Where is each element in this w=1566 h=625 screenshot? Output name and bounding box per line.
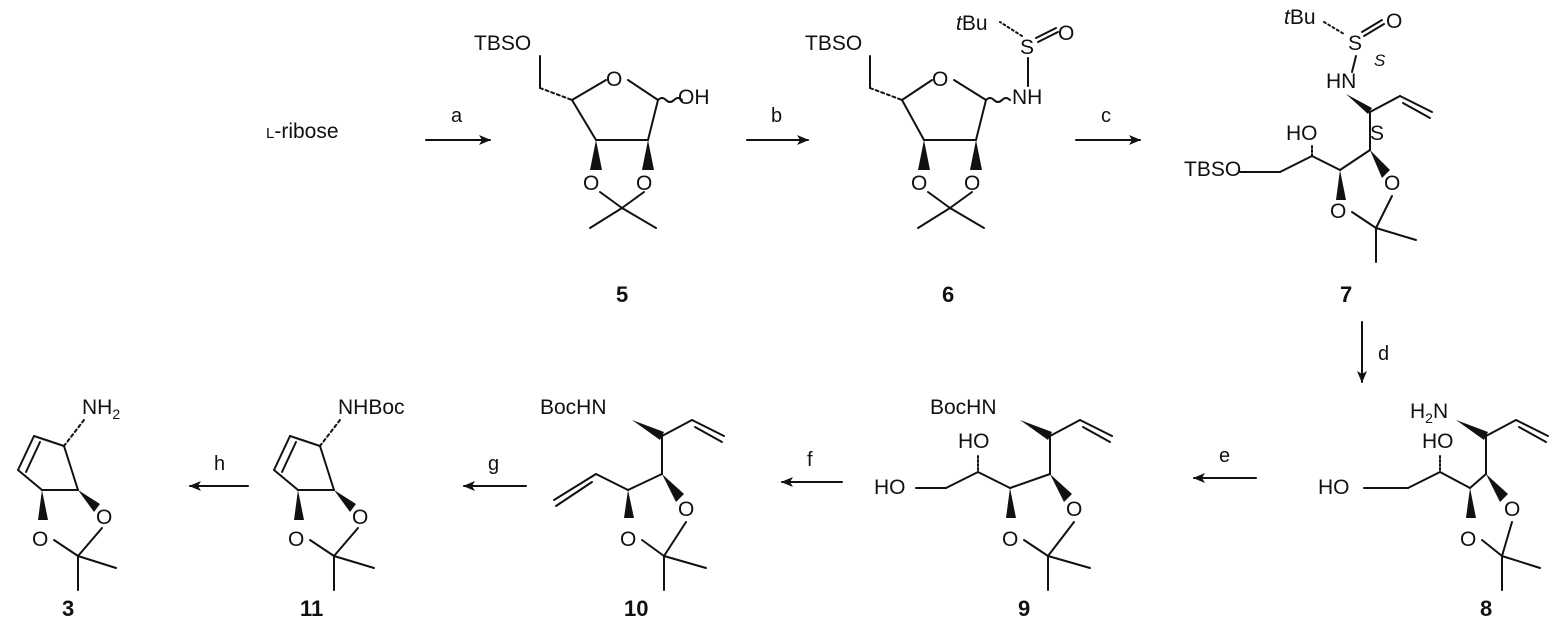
svg-text:NH2: NH2	[82, 396, 120, 422]
c3-label: 3	[62, 596, 74, 621]
c3-o2: O	[96, 506, 112, 529]
c7-label: 7	[1340, 282, 1352, 307]
c8-h: H	[1410, 400, 1425, 423]
c9-bochn: BocHN	[930, 396, 997, 419]
c7-tbu-t: t	[1284, 6, 1291, 29]
c7-s-o: O	[1386, 10, 1402, 33]
c8-ho: HO	[1422, 430, 1454, 453]
compound-8: H2N HO HO O O 8	[1318, 400, 1549, 621]
c5-label: 5	[616, 282, 628, 307]
reagent-f: f	[807, 449, 813, 471]
reagent-d: d	[1378, 343, 1389, 365]
c6-s-o: O	[1058, 22, 1074, 45]
c11-label: 11	[300, 596, 323, 621]
c9-ho2: HO	[874, 476, 906, 499]
compound-10: BocHN O O 10	[540, 396, 725, 621]
compound-6: TBSO O NH S O tBu O O 6	[805, 12, 1074, 307]
arrow-b: b	[746, 105, 809, 145]
c8-label: 8	[1480, 596, 1492, 621]
c5-ring-o: O	[606, 68, 622, 91]
c7-ho: HO	[1286, 122, 1318, 145]
c7-c-stereo: S	[1370, 122, 1384, 145]
c3-o1: O	[32, 528, 48, 551]
arrow-a: a	[425, 105, 491, 145]
c11-o1: O	[288, 528, 304, 551]
c6-o1: O	[911, 172, 927, 195]
c9-label: 9	[1018, 596, 1030, 621]
c5-o1: O	[583, 172, 599, 195]
c5-oh: OH	[678, 86, 710, 109]
reagent-b: b	[771, 105, 782, 127]
arrow-d: d	[1357, 321, 1389, 383]
c9-o1: O	[1002, 528, 1018, 551]
arrow-c: c	[1075, 105, 1141, 145]
c10-o2: O	[678, 498, 694, 521]
ribose-name: -ribose	[274, 120, 338, 143]
c9-ho: HO	[958, 430, 990, 453]
c6-tbu-t: t	[956, 12, 963, 35]
reagent-h: h	[214, 453, 225, 475]
c8-n: N	[1433, 400, 1448, 423]
svg-text:L-ribose: L-ribose	[266, 120, 339, 143]
c8-o1: O	[1460, 528, 1476, 551]
arrow-e: e	[1193, 445, 1257, 483]
arrow-g: g	[463, 453, 527, 491]
arrow-h: h	[189, 453, 249, 491]
svg-text:H2N: H2N	[1410, 400, 1448, 426]
c9-o2: O	[1066, 498, 1082, 521]
svg-text:tBu: tBu	[1284, 6, 1316, 29]
c8-o2: O	[1504, 498, 1520, 521]
c3-nh-2: 2	[112, 406, 120, 422]
compound-9: BocHN HO HO O O 9	[874, 396, 1113, 621]
reagent-g: g	[488, 453, 499, 475]
c7-o2: O	[1384, 172, 1400, 195]
c8-h-2: 2	[1425, 410, 1433, 426]
c6-nh: NH	[1012, 86, 1042, 109]
c7-tbso: TBSO	[1184, 158, 1241, 181]
c11-o2: O	[352, 506, 368, 529]
c10-o1: O	[620, 528, 636, 551]
c10-bochn: BocHN	[540, 396, 607, 419]
c7-s-stereo: S	[1374, 51, 1386, 70]
c6-tbso: TBSO	[805, 32, 862, 55]
c5-tbso: TBSO	[474, 32, 531, 55]
start-material: L-ribose	[266, 120, 339, 143]
c6-o2: O	[964, 172, 980, 195]
c7-tbu-bu: Bu	[1290, 6, 1316, 29]
c6-ring-o: O	[932, 68, 948, 91]
c7-s: S	[1348, 32, 1362, 55]
compound-11: NHBoc O O 11	[273, 396, 405, 621]
reagent-e: e	[1219, 445, 1230, 467]
c10-label: 10	[624, 596, 648, 621]
c6-tbu-bu: Bu	[962, 12, 988, 35]
c5-o2: O	[636, 172, 652, 195]
svg-text:tBu: tBu	[956, 12, 988, 35]
arrow-f: f	[781, 449, 843, 487]
c11-nhboc: NHBoc	[338, 396, 405, 419]
reagent-c: c	[1101, 105, 1111, 127]
compound-5: TBSO O OH O O 5	[474, 32, 710, 307]
compound-3: NH2 O O 3	[17, 396, 120, 621]
compound-7: tBu S O S HN S HO TBSO O O 7	[1184, 6, 1433, 307]
c6-s: S	[1020, 36, 1034, 59]
c6-label: 6	[942, 282, 954, 307]
c3-nh: NH	[82, 396, 112, 419]
reagent-a: a	[451, 105, 463, 127]
c7-hn: HN	[1326, 70, 1356, 93]
c7-o1: O	[1330, 200, 1346, 223]
c8-ho2: HO	[1318, 476, 1350, 499]
l-small-caps: L	[266, 125, 274, 142]
